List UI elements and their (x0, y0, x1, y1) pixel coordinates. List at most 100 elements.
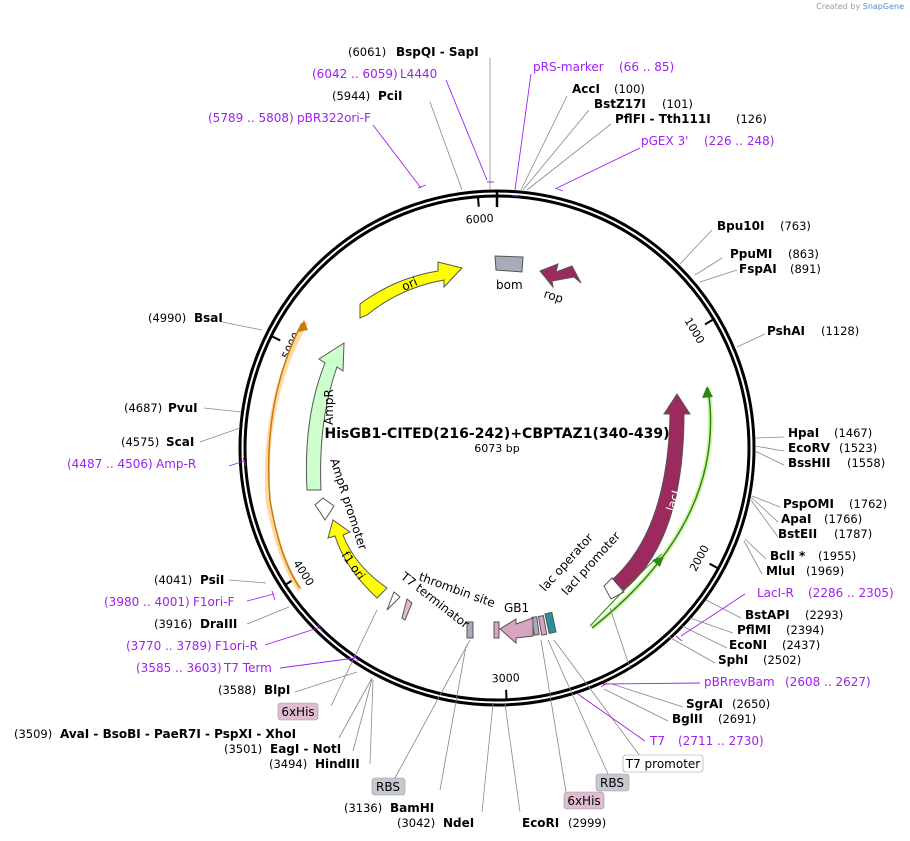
site-name-mlui[interactable]: MluI (766, 564, 795, 578)
site-name-pspomi[interactable]: PspOMI (783, 497, 834, 511)
t7-terminator-feature[interactable] (401, 598, 413, 621)
tag-text-t7-promoter[interactable]: T7 promoter (625, 757, 701, 771)
site-name-acci[interactable]: AccI (572, 82, 600, 96)
tag-text-6xhis-right[interactable]: 6xHis (567, 794, 600, 808)
site-name-scai[interactable]: ScaI (166, 435, 194, 449)
site-name-bstz17i[interactable]: BstZ17I (594, 97, 646, 111)
site-name-noti[interactable]: EagI - NotI (270, 742, 341, 756)
primer-name-pgex3[interactable]: pGEX 3' (641, 134, 688, 148)
primer-name-amp-r[interactable]: Amp-R (156, 457, 196, 471)
f1-ori-feature[interactable] (327, 519, 388, 599)
site-pos-ecorv: (1523) (839, 441, 877, 455)
primer-name-f1ori-r[interactable]: F1ori-R (215, 639, 258, 653)
site-name-bsshii[interactable]: BssHII (788, 456, 830, 470)
tag-box-rbs-left (371, 777, 406, 796)
ampr-promoter-label: AmpR promoter (327, 457, 370, 552)
site-pos-hpai: (1467) (834, 426, 872, 440)
primer-name-f1ori-f[interactable]: F1ori-F (193, 595, 234, 609)
site-name-pflmi[interactable]: PflMI (737, 623, 771, 637)
primer-name-prs-marker[interactable]: pRS-marker (533, 60, 604, 74)
site-name-pvui[interactable]: PvuI (168, 401, 198, 415)
thrombin-site-feature[interactable] (493, 621, 500, 639)
site-pos-pflmi: (2394) (786, 623, 824, 637)
laci-feature[interactable] (611, 393, 691, 591)
t7-promoter-small-feature[interactable] (386, 591, 401, 611)
site-name-bsai[interactable]: BsaI (194, 311, 223, 325)
orf-left-arc[interactable] (267, 322, 303, 589)
site-name-bpu10i[interactable]: Bpu10I (717, 219, 764, 233)
ori-label: ori (400, 275, 420, 294)
site-name-pflfi[interactable]: PflFI - Tth111I (615, 112, 711, 126)
site-name-bsteii[interactable]: BstEII (778, 527, 817, 541)
primer-range-pgex3: (226 .. 248) (704, 134, 774, 148)
plasmid-name: HisGB1-CITED(216-242)+CBPTAZ1(340-439) (324, 426, 669, 442)
site-name-ecori[interactable]: EcoRI (522, 816, 559, 830)
gb1-label: GB1 (504, 601, 529, 615)
site-name-bcli[interactable]: BclI * (770, 549, 806, 563)
orf-right-arc[interactable] (591, 387, 712, 629)
tag-text-rbs-right[interactable]: RBS (600, 776, 624, 790)
lac-operator-feature[interactable] (544, 611, 557, 634)
site-pos-pflfi: (126) (736, 112, 767, 126)
site-name-sphi[interactable]: SphI (718, 653, 748, 667)
site-pos-mlui: (1969) (806, 564, 844, 578)
tick-label-3000: 3000 (491, 671, 519, 685)
site-name-ecorv[interactable]: EcoRV (788, 441, 831, 455)
site-name-bamhi[interactable]: BamHI (390, 801, 434, 815)
his-tag-feature[interactable] (537, 615, 548, 636)
primer-name-pbr322ori[interactable]: pBR322ori-F (297, 111, 371, 125)
primer-name-t7-term[interactable]: T7 Term (223, 661, 272, 675)
site-pos-sgrai: (2650) (732, 697, 770, 711)
site-name-bstapi[interactable]: BstAPI (745, 608, 790, 622)
site-name-bglii[interactable]: BglII (672, 712, 703, 726)
site-pos-ecori: (2999) (568, 816, 606, 830)
site-name-pcii[interactable]: PciI (378, 89, 403, 103)
site-name-hindiii[interactable]: HindIII (315, 757, 360, 771)
site-name-draiii[interactable]: DraIII (200, 617, 237, 631)
rop-feature[interactable] (539, 263, 582, 289)
site-name-sgrai[interactable]: SgrAI (686, 697, 723, 711)
ori-feature[interactable] (359, 261, 463, 319)
rbs2-feature[interactable] (466, 621, 474, 639)
site-pos-bspqi: (6061) (348, 45, 386, 59)
site-name-econi[interactable]: EcoNI (729, 638, 767, 652)
tag-text-6xhis-left[interactable]: 6xHis (281, 705, 314, 719)
primer-range-f1ori-r: (3770 .. 3789) (126, 639, 212, 653)
orf-right-inner-arrowhead (652, 556, 664, 567)
tick-label-2000: 2000 (687, 543, 712, 574)
gb1-feature[interactable] (499, 617, 534, 645)
tag-box-rbs-right (595, 773, 630, 792)
orf-right-inner-arc[interactable] (589, 553, 663, 627)
primer-name-laci-r[interactable]: LacI-R (757, 586, 794, 600)
snapgene-credit: Created by SnapGene (816, 2, 904, 11)
primer-name-l4440[interactable]: L4440 (400, 67, 437, 81)
ampr-promoter-feature[interactable] (314, 497, 335, 521)
site-name-xhoi[interactable]: AvaI - BsoBI - PaeR7I - PspXI - XhoI (60, 727, 296, 741)
site-pos-bpu10i: (763) (780, 219, 811, 233)
site-pos-pshai: (1128) (821, 324, 859, 338)
site-pos-bcli: (1955) (818, 549, 856, 563)
tick-label-1000: 1000 (682, 315, 707, 346)
site-name-ppumi[interactable]: PpuMI (730, 247, 772, 261)
primer-name-t7[interactable]: T7 (649, 734, 665, 748)
primer-range-pbrrevbam: (2608 .. 2627) (785, 675, 871, 689)
site-name-pshai[interactable]: PshAI (767, 324, 805, 338)
credit-brand: SnapGene (862, 2, 904, 11)
primer-name-pbrrevbam[interactable]: pBRrevBam (704, 675, 775, 689)
site-name-fspai[interactable]: FspAI (739, 262, 777, 276)
site-name-apai[interactable]: ApaI (781, 512, 811, 526)
site-name-psii[interactable]: PsiI (200, 573, 224, 587)
site-name-hpai[interactable]: HpaI (788, 426, 819, 440)
f1-ori-label: f1 ori (339, 549, 368, 583)
tag-text-rbs-left[interactable]: RBS (376, 780, 400, 794)
site-name-blpi[interactable]: BlpI (264, 683, 290, 697)
site-name-bspqi[interactable]: BspQI - SapI (396, 45, 479, 59)
ampr-feature[interactable] (305, 342, 345, 491)
site-name-ndei[interactable]: NdeI (443, 816, 474, 830)
laci-promoter-feature[interactable] (603, 577, 625, 600)
site-pos-bstapi: (2293) (805, 608, 843, 622)
primer-range-prs-marker: (66 .. 85) (619, 60, 674, 74)
plasmid-size: 6073 bp (474, 442, 519, 455)
bom-feature[interactable] (494, 255, 524, 273)
